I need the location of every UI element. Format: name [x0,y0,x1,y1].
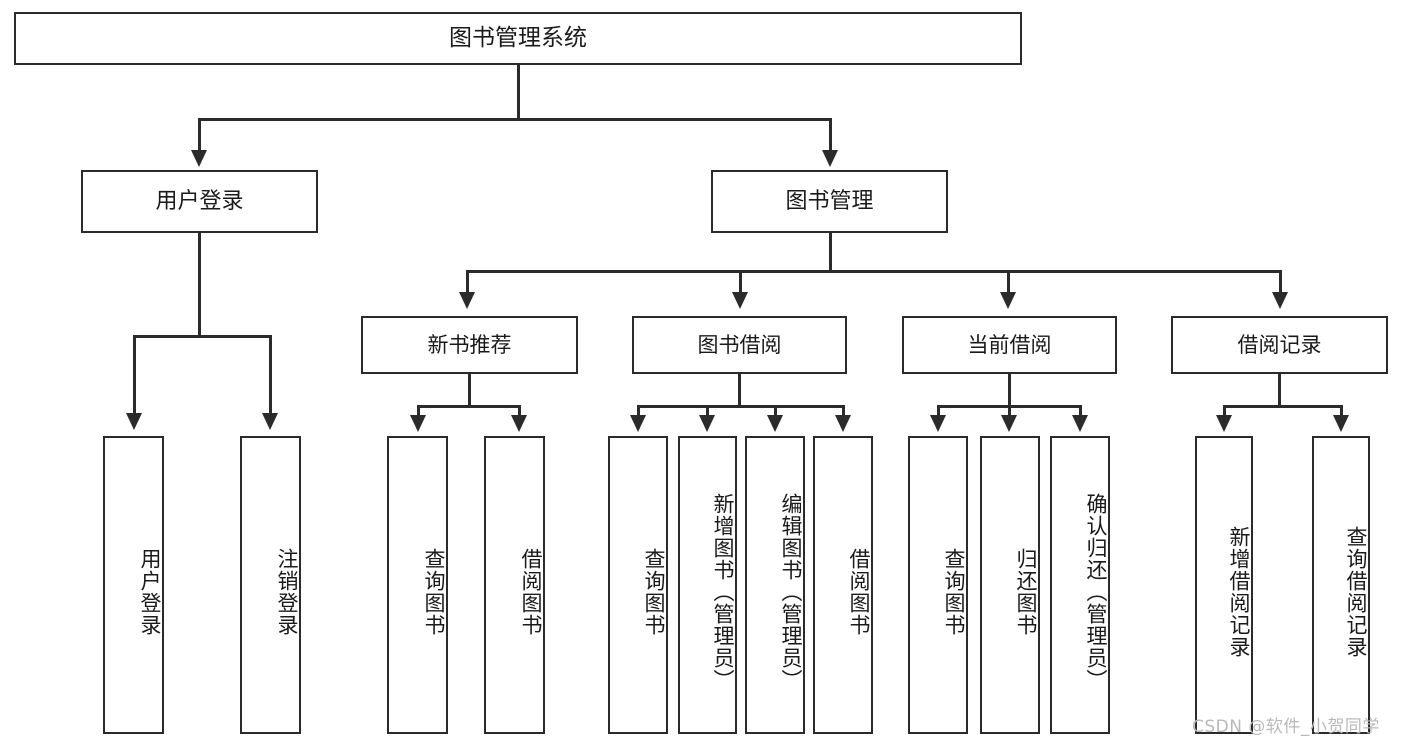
node-book-management[interactable]: 图书管理 [711,170,948,233]
watermark: CSDN @软件_小贺同学 [1192,717,1380,737]
leaf-return-books[interactable]: 归还图书 [980,436,1040,734]
edge-book-management-bus [466,270,1282,273]
edge-book-borrow-bus [637,405,844,408]
leaf-label: 归还图书 [1014,548,1038,636]
leaf-label: 借阅图书 [847,548,871,636]
edge-borrow-records-to-leaf-13 [1340,405,1343,417]
edge-current-borrow-to-leaf-11 [1079,405,1082,417]
edge-new-books-bus [417,405,520,408]
arrow-book-borrow-to-leaf-8 [835,415,851,432]
edge-user-login-stem [198,233,201,335]
leaf-label: 注销登录 [275,548,299,636]
edge-new-books-to-leaf-4 [518,405,521,417]
arrow-user-login-to-leaf-2 [262,413,278,430]
leaf-query-books-new[interactable]: 查询图书 [387,436,448,734]
leaf-label: 查询图书 [422,548,446,636]
arrow-user-login-to-leaf-1 [126,413,142,430]
leaf-label: 编辑图书（管理员） [779,493,803,691]
leaf-user-login[interactable]: 用户登录 [103,436,164,734]
edge-new-books-stem [468,374,471,405]
arrow-root-to-user-login [191,150,207,167]
node-user-login[interactable]: 用户登录 [81,170,318,233]
node-label: 新书推荐 [427,332,512,357]
edge-user-login-to-leaf-1 [133,335,136,415]
leaf-edit-book-admin[interactable]: 编辑图书（管理员） [745,436,805,734]
arrow-current-borrow-to-leaf-10 [1001,415,1017,432]
node-borrowing-records[interactable]: 借阅记录 [1171,316,1388,374]
arrow-root-to-book-management [822,150,838,167]
node-label: 图书管理 [785,188,874,214]
edge-book-borrow-to-leaf-5 [637,405,640,417]
edge-borrow-records-stem [1278,374,1281,405]
edge-bm-to-book-borrow [739,270,742,294]
arrow-current-borrow-to-leaf-9 [930,415,946,432]
leaf-label: 确认归还（管理员） [1084,493,1108,691]
node-label: 图书管理系统 [449,24,587,51]
leaf-query-books-borrow[interactable]: 查询图书 [608,436,668,734]
arrow-book-borrow-to-leaf-7 [767,415,783,432]
edge-borrow-records-bus [1223,405,1342,408]
arrow-current-borrow-to-leaf-11 [1072,415,1088,432]
leaf-borrow-books-new[interactable]: 借阅图书 [484,436,545,734]
edge-user-login-bus [133,335,271,338]
leaf-confirm-return-admin[interactable]: 确认归还（管理员） [1050,436,1110,734]
arrow-book-borrow-to-leaf-5 [630,415,646,432]
leaf-borrow-books-borrow[interactable]: 借阅图书 [813,436,873,734]
arrow-bm-to-current-borrow [1000,292,1016,309]
edge-current-borrow-to-leaf-10 [1008,405,1011,417]
arrow-bm-to-book-borrow [732,292,748,309]
edge-current-borrow-stem [1008,374,1011,405]
leaf-add-book-admin[interactable]: 新增图书（管理员） [678,436,737,734]
arrow-borrow-records-to-leaf-13 [1333,415,1349,432]
edge-book-borrow-to-leaf-7 [774,405,777,417]
leaf-label: 新增借阅记录 [1227,526,1251,658]
edge-book-borrow-to-leaf-8 [842,405,845,417]
edge-bm-to-borrow-records [1279,270,1282,294]
arrow-new-books-to-leaf-4 [511,415,527,432]
arrow-new-books-to-leaf-3 [410,415,426,432]
leaf-add-borrow-record[interactable]: 新增借阅记录 [1195,436,1253,734]
edge-bm-to-current-borrow [1007,270,1010,294]
edge-borrow-records-to-leaf-12 [1223,405,1226,417]
arrow-book-borrow-to-leaf-6 [699,415,715,432]
edge-root-stem [517,65,520,118]
node-label: 图书借阅 [697,332,782,357]
node-book-borrowing[interactable]: 图书借阅 [632,316,847,374]
leaf-label: 借阅图书 [519,548,543,636]
leaf-label: 查询借阅记录 [1344,526,1368,658]
edge-current-borrow-to-leaf-9 [937,405,940,417]
edge-book-borrow-to-leaf-6 [706,405,709,417]
node-current-borrowing[interactable]: 当前借阅 [902,316,1117,374]
node-label: 借阅记录 [1237,332,1322,357]
edge-user-login-to-leaf-2 [269,335,272,415]
node-label: 用户登录 [155,188,244,214]
leaf-logout[interactable]: 注销登录 [240,436,301,734]
arrow-bm-to-new-books [459,292,475,309]
leaf-label: 查询图书 [942,548,966,636]
edge-new-books-to-leaf-3 [417,405,420,417]
leaf-label: 新增图书（管理员） [711,493,735,691]
leaf-label: 查询图书 [642,548,666,636]
leaf-query-borrow-record[interactable]: 查询借阅记录 [1312,436,1370,734]
edge-root-to-user-login [198,118,201,152]
node-new-book-recommendation[interactable]: 新书推荐 [361,316,578,374]
edge-book-borrow-stem [738,374,741,405]
node-label: 当前借阅 [967,332,1052,357]
edge-book-management-stem [829,233,832,270]
arrow-borrow-records-to-leaf-12 [1216,415,1232,432]
edge-root-bus [198,118,832,121]
edge-bm-to-new-books [466,270,469,294]
leaf-label: 用户登录 [138,548,162,636]
arrow-bm-to-borrow-records [1272,292,1288,309]
node-root-book-management-system[interactable]: 图书管理系统 [14,12,1022,65]
edge-root-to-book-management [829,118,832,152]
leaf-query-books-current[interactable]: 查询图书 [908,436,968,734]
